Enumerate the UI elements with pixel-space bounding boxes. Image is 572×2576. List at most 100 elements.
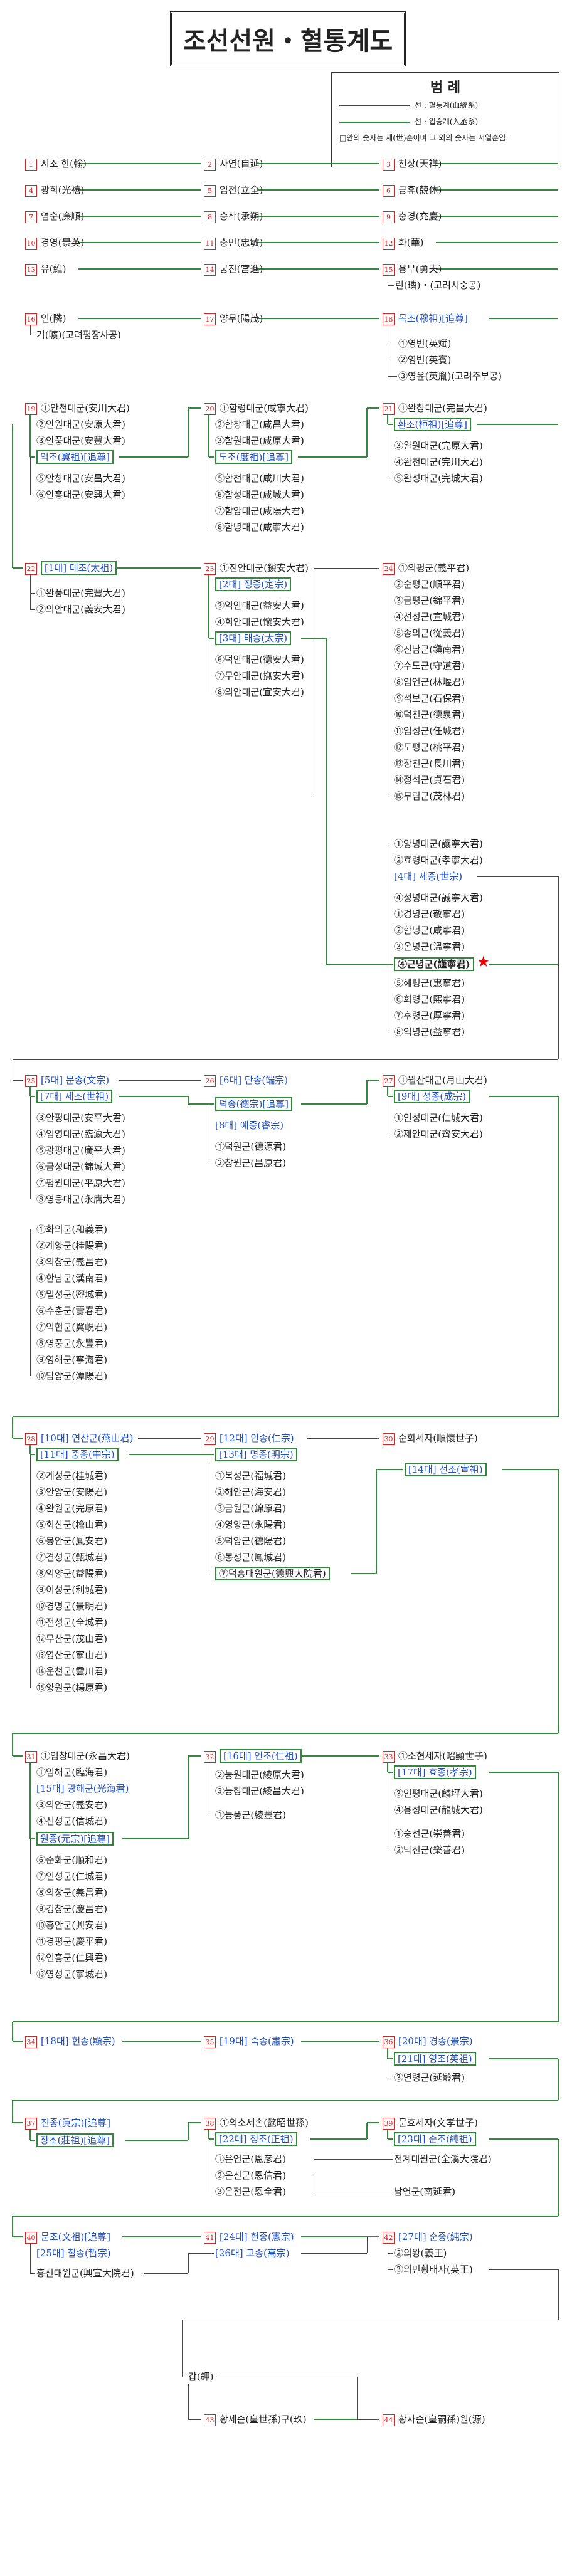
person-name: ⑧의안대군(宜安大君)	[215, 686, 304, 698]
person-name: ⑦인성군(仁城君)	[36, 1871, 108, 1882]
generation-number: 14	[204, 263, 216, 276]
succession-line	[387, 415, 388, 424]
bloodline	[314, 568, 379, 569]
person-entry: ③안양군(安陽君)	[36, 1485, 107, 1499]
person-name: 시조 한(翰)	[41, 158, 87, 169]
person-name: ①안천대군(安川大君)	[41, 402, 130, 414]
person-entry: [3대] 태종(太宗)	[215, 631, 292, 645]
person-name: ①양녕대군(讓寧大君)	[394, 838, 483, 849]
generation-number: 30	[383, 1433, 395, 1445]
generation-number: 33	[383, 1750, 395, 1763]
person-name: ⑨경창군(慶昌君)	[36, 1903, 108, 1915]
succession-line	[301, 1103, 367, 1105]
succession-line	[387, 1763, 388, 1772]
person-entry: ③영윤(英胤)(고려주부공)	[398, 369, 502, 383]
succession-line	[30, 1838, 35, 1839]
person-name: ⑨이성군(利城君)	[36, 1584, 108, 1596]
person-name: 거(曠)(고려평장사공)	[36, 329, 122, 340]
legend-text-note: □안의 숫자는 세(世)순이며 그 외의 숫자는 서열순임.	[339, 134, 509, 142]
person-name: 린(璘)・(고려시중공)	[395, 280, 481, 291]
person-entry: ⑧의안대군(宜安大君)	[215, 685, 304, 699]
person-entry: ①은언군(恩彦君)	[215, 2152, 286, 2166]
person-entry: ⑥금성대군(錦城大君)	[36, 1160, 125, 1174]
person-entry: ⑦무안대군(撫安大君)	[215, 669, 304, 683]
person-name: ③안풍대군(安豐大君)	[36, 435, 125, 446]
bloodline	[558, 876, 559, 1059]
person-entry: 남연군(南延君)	[394, 2185, 455, 2199]
legend-row-note: □안의 숫자는 세(世)순이며 그 외의 숫자는 서열순임.	[339, 133, 508, 143]
generation-number: 10	[25, 237, 37, 250]
star-icon: ★	[477, 953, 490, 970]
person-entry: ③안평대군(安平大君)	[36, 1111, 125, 1125]
person-name: ②영빈(英賓)	[398, 354, 452, 365]
succession-line	[388, 2138, 393, 2140]
generation-number: 32	[204, 1750, 216, 1763]
generation-number: 17	[204, 313, 216, 325]
generation-number: 4	[25, 184, 37, 197]
person-name: ⑧임언군(林堰君)	[394, 676, 465, 688]
person-name: ⑥수춘군(壽春君)	[36, 1305, 108, 1317]
succession-line	[78, 318, 201, 319]
generation-number: 42	[383, 2231, 395, 2244]
person-name: ①임해군(臨海君)	[36, 1767, 108, 1778]
person-name: 유(維)	[41, 263, 66, 275]
person-entry: ⑫도평군(桃平君)	[394, 740, 465, 754]
person-name: 염순(廉順)	[41, 211, 85, 222]
king-name: 익조(翼祖)[追尊]	[36, 450, 114, 464]
succession-line	[257, 189, 379, 191]
person-entry: 원종(元宗)[追尊]	[36, 1832, 114, 1846]
succession-line	[326, 964, 393, 965]
person-entry: [15대] 광해군(光海君)	[36, 1782, 129, 1795]
succession-line	[257, 163, 379, 164]
king-name: [7대] 세조(世祖)	[36, 1090, 113, 1103]
king-name: [11대] 중종(中宗)	[36, 1448, 119, 1461]
king-name: 목조(穆祖)[追尊]	[398, 313, 469, 324]
succession-line	[78, 242, 201, 243]
succession-line	[13, 2100, 558, 2101]
person-name: ⑤혜령군(惠寧君)	[394, 977, 465, 989]
person-entry: ②의안대군(義安大君)	[36, 602, 125, 616]
bloodline	[358, 2419, 379, 2420]
person-name: ④선성군(宣城君)	[394, 611, 465, 623]
person-name: ②낙선군(樂善君)	[394, 1844, 465, 1856]
bloodline	[367, 2237, 368, 2253]
person-entry: ⑧익녕군(益寧君)	[394, 1025, 465, 1039]
person-name: ⑦수도군(守道君)	[394, 660, 465, 671]
person-name: ③금평군(錦平君)	[394, 595, 465, 606]
person-name: ⑤광평대군(廣平大君)	[36, 1145, 125, 1156]
generation-head: 22[1대] 태조(太祖)	[25, 561, 117, 575]
person-entry: ②안원대군(安原大君)	[36, 418, 125, 431]
person-entry: ①양녕대군(讓寧大君)	[394, 837, 483, 851]
person-name: ⑬영성군(寧城君)	[36, 1969, 108, 1980]
king-name: [21대] 영조(英祖)	[394, 2052, 476, 2066]
generation-number: 6	[383, 184, 395, 197]
generation-head: 32[16대] 인조(仁祖)	[204, 1749, 302, 1763]
generation-number: 5	[204, 184, 216, 197]
person-name: ③인평대군(麟坪大君)	[394, 1788, 483, 1799]
person-entry: ②창원군(昌原君)	[215, 1156, 286, 1170]
person-name: ⑬영산군(寧山君)	[36, 1649, 108, 1661]
generation-head: 34[18대] 현종(顯宗)	[25, 2034, 115, 2048]
person-entry: ⑮무림군(茂林君)	[394, 789, 465, 803]
person-entry: [21대] 영조(英祖)	[394, 2052, 476, 2066]
succession-line	[122, 2041, 201, 2042]
person-name: ①의평군(義平君)	[398, 562, 470, 574]
person-entry: ③의창군(義昌君)	[36, 1255, 107, 1269]
succession-line	[209, 2138, 214, 2140]
generation-head: 41[24대] 헌종(憲宗)	[204, 2230, 294, 2244]
person-name: ②계성군(桂城君)	[36, 1470, 108, 1481]
person-entry: ③함원대군(咸原大君)	[215, 434, 304, 448]
person-entry: ⑧임언군(林堰君)	[394, 675, 465, 689]
bloodline	[188, 2253, 189, 2273]
succession-line	[119, 1096, 188, 1097]
king-name: [2대] 정종(定宗)	[215, 577, 292, 591]
person-entry: ④성녕대군(誠寧大君)	[394, 891, 483, 905]
